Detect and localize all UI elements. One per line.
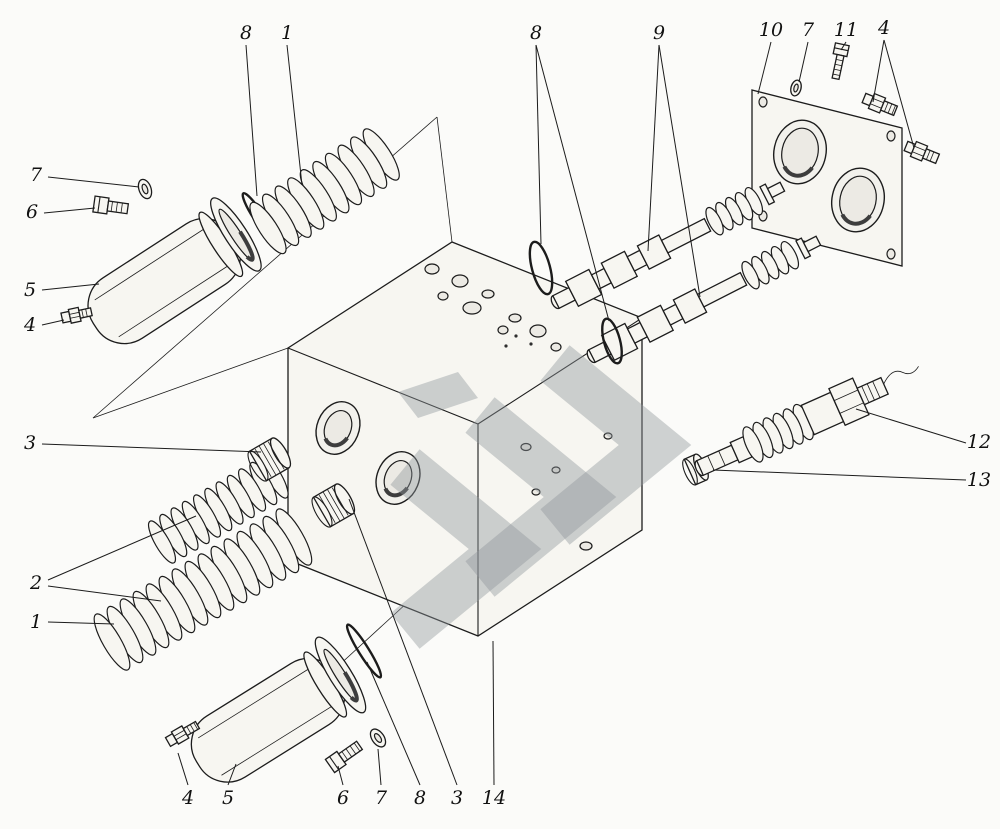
washer-upper-left — [137, 178, 153, 200]
control-spool-1 — [550, 181, 786, 310]
callout-13-leader — [712, 469, 967, 481]
guide-sleeve-lower — [311, 483, 356, 528]
callout-label-7: 7 — [802, 19, 815, 41]
callout-label-2: 2 — [29, 572, 42, 594]
callout-label-3: 3 — [24, 432, 36, 454]
callout-4-leader — [872, 39, 885, 103]
callout-5-leader — [227, 763, 237, 786]
bolt-plate — [831, 42, 850, 81]
plate-port-1 — [773, 119, 827, 185]
callout-label-7: 7 — [30, 164, 43, 186]
spring-coil — [249, 201, 287, 255]
hex-fitting-plate-1 — [861, 92, 899, 117]
spring-coil — [742, 426, 764, 463]
callout-7-leader — [47, 176, 140, 188]
screw-lower — [324, 740, 364, 774]
callout-7-leader — [798, 41, 809, 83]
end-cap-upper — [87, 197, 262, 345]
spool-1-spring — [705, 186, 764, 236]
callout-2-leader — [47, 585, 162, 602]
callout-12-leader — [855, 408, 967, 444]
callout-3-leader — [348, 498, 458, 786]
seal-wire — [883, 366, 919, 385]
bore-upper — [315, 401, 361, 455]
callout-label-8: 8 — [240, 22, 252, 44]
callout-8-leader — [245, 44, 258, 197]
retaining-ring-lower — [345, 623, 383, 679]
right-face-holes — [520, 432, 613, 551]
screw-upper-left — [92, 195, 130, 215]
watermark-logo — [390, 345, 692, 649]
plate-port-2 — [831, 167, 885, 233]
callout-label-4: 4 — [877, 17, 890, 39]
callout-label-14: 14 — [482, 787, 506, 809]
callout-label-8: 8 — [530, 22, 542, 44]
top-face-holes — [424, 263, 562, 352]
callout-4-leader — [883, 39, 915, 149]
end-plate — [751, 89, 903, 267]
callout-label-4: 4 — [181, 787, 194, 809]
callout-label-5: 5 — [24, 279, 36, 301]
spring-lower-outer — [93, 508, 313, 671]
relief-valve-spring — [742, 403, 814, 463]
hex-fitting-plate-2 — [903, 140, 941, 165]
callout-8-leader — [535, 44, 542, 245]
seal-ring-center-2 — [601, 317, 623, 365]
spring-upper — [249, 128, 400, 255]
callout-label-4: 4 — [23, 314, 36, 336]
spring-coil — [705, 206, 724, 236]
callout-14-leader — [492, 640, 495, 786]
callout-label-11: 11 — [834, 19, 858, 41]
callout-3-leader — [41, 443, 262, 453]
callout-4-leader — [177, 752, 189, 786]
callout-label-12: 12 — [967, 431, 991, 453]
callout-label-6: 6 — [337, 787, 349, 809]
callout-label-5: 5 — [222, 787, 234, 809]
callout-label-13: 13 — [967, 469, 991, 491]
callout-label-10: 10 — [759, 19, 783, 41]
bore-lower — [375, 451, 421, 505]
relief-valve — [694, 366, 919, 477]
hex-fitting-lower — [164, 720, 201, 748]
callout-label-3: 3 — [451, 787, 463, 809]
callout-label-1: 1 — [281, 22, 293, 44]
callout-1-leader — [286, 44, 303, 186]
callout-5-leader — [41, 283, 100, 291]
callout-label-7: 7 — [375, 787, 388, 809]
washer-lower — [369, 728, 387, 748]
callout-8-leader — [366, 661, 421, 786]
callout-2-leader — [47, 515, 197, 581]
callout-label-9: 9 — [653, 22, 665, 44]
spool-2-spring — [741, 240, 800, 290]
end-cap-lower — [190, 636, 367, 783]
callout-10-leader — [757, 41, 772, 95]
control-spool-2 — [586, 235, 822, 364]
callout-6-leader — [43, 207, 96, 214]
guide-sleeve-upper — [247, 437, 292, 482]
callout-7-leader — [377, 748, 382, 786]
callout-9-leader — [658, 44, 701, 298]
callout-8-leader — [535, 44, 610, 322]
callout-label-1: 1 — [30, 611, 42, 633]
callout-label-6: 6 — [26, 201, 38, 223]
spring-coil — [299, 169, 337, 222]
callout-11-leader — [840, 41, 847, 51]
callout-layer: 8 1 8 9 10 7 11 4 7 6 5 4 3 2 1 12 13 4 5 6 7 8 3 14 — [23, 17, 991, 809]
spring-coil — [312, 160, 350, 214]
hex-fitting-upper-left — [60, 306, 93, 324]
callout-1-leader — [47, 621, 115, 625]
callout-label-8: 8 — [414, 787, 426, 809]
callout-6-leader — [337, 765, 344, 786]
seal-ring-center-1 — [528, 240, 554, 296]
washer-plate — [790, 79, 802, 97]
spring-coil — [741, 260, 760, 290]
callout-4-leader — [41, 319, 65, 326]
callout-9-leader — [647, 44, 660, 252]
spring-coil — [93, 613, 131, 671]
spring-coil — [147, 520, 177, 564]
spring-lower-inner — [147, 455, 289, 564]
valve-body-block — [287, 241, 643, 637]
